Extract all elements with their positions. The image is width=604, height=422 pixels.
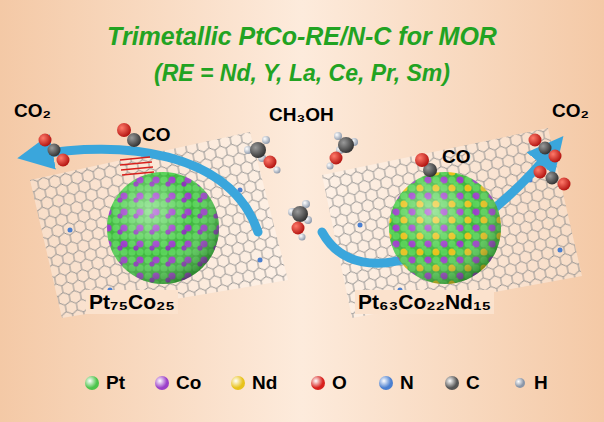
molecule-label: CO xyxy=(142,124,171,146)
legend-text: N xyxy=(400,372,414,394)
legend-text: C xyxy=(466,372,480,394)
molecule-label: CO₂ xyxy=(14,100,51,122)
molecule-label: CO₂ xyxy=(552,100,589,122)
legend-text: Pt xyxy=(106,372,125,394)
legend-swatch xyxy=(155,376,169,390)
molecule-label: CO xyxy=(442,146,471,168)
legend-swatch xyxy=(311,376,325,390)
molecule-label: CH₃OH xyxy=(269,104,334,126)
legend-swatch xyxy=(85,376,99,390)
legend-swatch xyxy=(379,376,393,390)
composition-label: Pt₇₅Co₂₅ xyxy=(86,290,178,314)
legend-swatch xyxy=(445,376,459,390)
legend-swatch xyxy=(515,378,525,388)
legend-text: Nd xyxy=(252,372,277,394)
legend-swatch xyxy=(231,376,245,390)
legend-text: H xyxy=(534,372,548,394)
legend-text: Co xyxy=(176,372,201,394)
composition-label: Pt₆₃Co₂₂Nd₁₅ xyxy=(355,290,494,314)
legend-text: O xyxy=(332,372,347,394)
title: Trimetallic PtCo-RE/N-C for MOR xyxy=(107,22,497,51)
subtitle: (RE = Nd, Y, La, Ce, Pr, Sm) xyxy=(154,60,450,87)
